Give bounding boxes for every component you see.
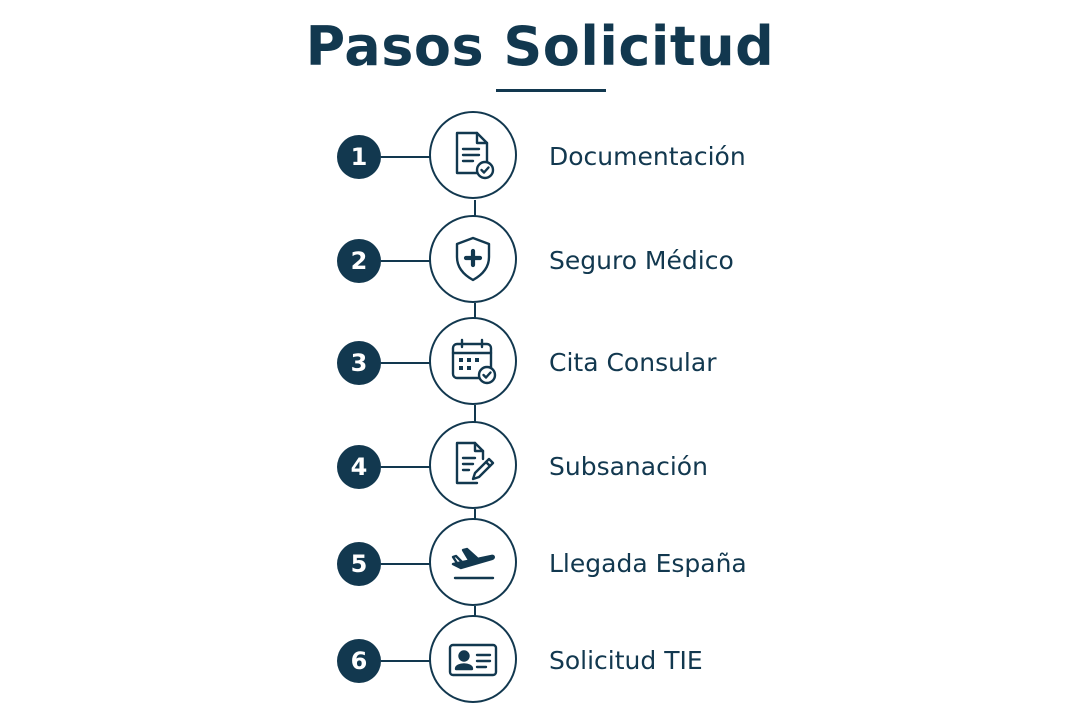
step-link-line [381,260,430,262]
page-title: Pasos Solicitud [305,15,775,78]
step-1: 1 Documentación [0,110,1080,204]
step-link-line [381,362,430,364]
step-label: Seguro Médico [549,246,734,275]
step-6: 6 Solicitud TIE [0,614,1080,708]
step-link-line [381,156,430,158]
document-edit-icon [455,441,495,485]
step-number: 2 [337,239,381,283]
step-number: 5 [337,542,381,586]
step-connector [474,606,476,619]
calendar-check-icon [451,338,497,385]
step-icon-circle [429,518,517,606]
step-connector [474,405,476,422]
step-icon-circle [429,215,517,303]
step-number: 4 [337,445,381,489]
step-number: 6 [337,639,381,683]
step-number: 3 [337,341,381,385]
step-label: Cita Consular [549,348,717,377]
step-3: 3 Cita Consular [0,316,1080,410]
step-2: 2 Seguro Médico [0,214,1080,308]
id-card-icon [448,643,498,677]
step-link-line [381,466,430,468]
step-number: 1 [337,135,381,179]
step-icon-circle [429,615,517,703]
title-underline [496,89,606,92]
step-icon-circle [429,421,517,509]
step-connector [474,509,476,522]
step-link-line [381,660,430,662]
airplane-landing-icon [451,547,495,580]
step-icon-circle [429,111,517,199]
step-connector [474,303,476,320]
step-icon-circle [429,317,517,405]
step-5: 5 Llegada España [0,517,1080,611]
step-link-line [381,563,430,565]
step-label: Llegada España [549,549,747,578]
step-connector [474,200,476,217]
step-label: Solicitud TIE [549,646,703,675]
step-label: Documentación [549,142,746,171]
shield-plus-icon [455,236,491,282]
document-check-icon [455,131,495,180]
step-label: Subsanación [549,452,708,481]
step-4: 4 Subsanación [0,420,1080,514]
